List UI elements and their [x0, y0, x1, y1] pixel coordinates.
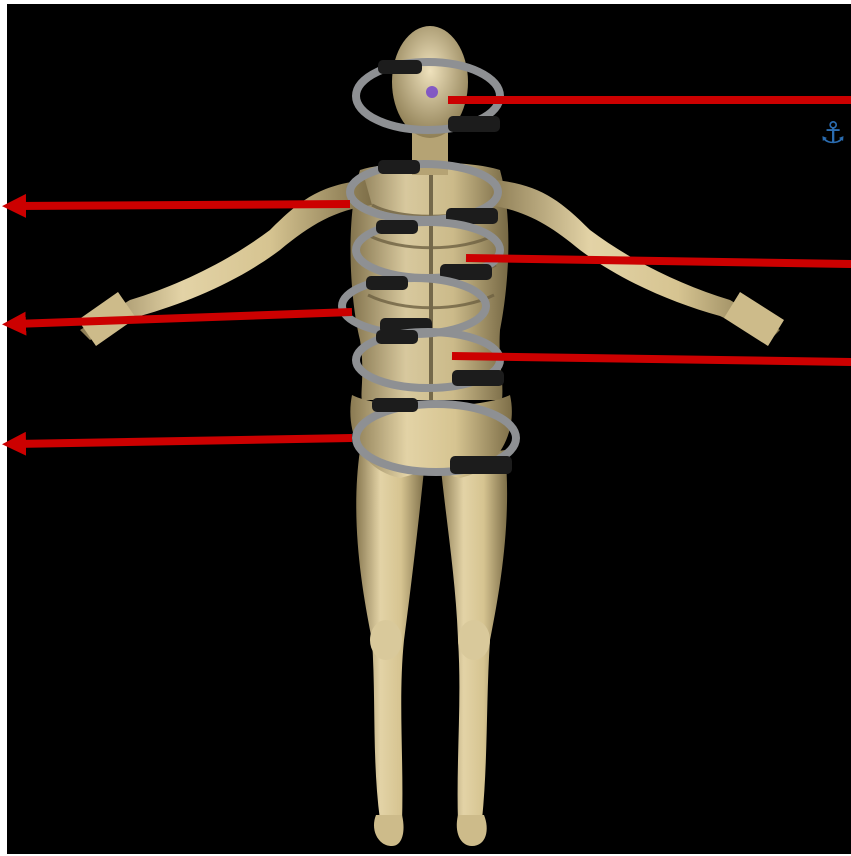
- left-knee: [370, 620, 402, 660]
- head-ring-pad-bottom: [448, 116, 500, 132]
- head-ring-pad-top: [378, 60, 422, 74]
- anchor-icon[interactable]: ⚓: [818, 114, 848, 154]
- marker-dot: [426, 86, 438, 98]
- right-knee: [458, 620, 490, 660]
- upper-chest-pointer: [14, 204, 350, 206]
